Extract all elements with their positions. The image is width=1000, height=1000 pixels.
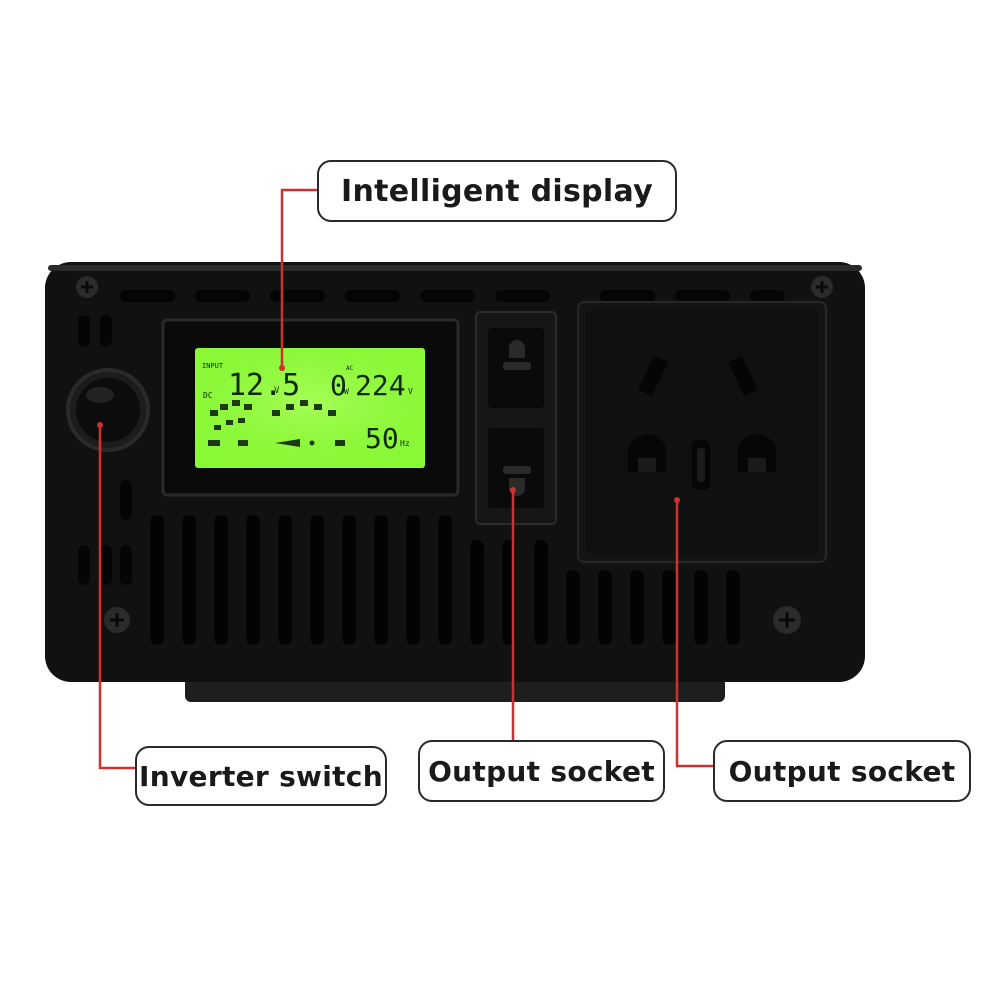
large-output-socket[interactable] bbox=[577, 301, 827, 563]
lcd-dc-unit: V bbox=[274, 386, 280, 396]
lcd-frequency: 50 bbox=[365, 422, 399, 455]
lcd-status-icons bbox=[208, 439, 345, 447]
lcd-load-segments bbox=[272, 400, 336, 416]
lcd-frequency-unit: Hz bbox=[400, 439, 410, 448]
lcd-power-unit: W bbox=[344, 387, 349, 396]
side-vent-slots bbox=[78, 315, 132, 585]
screw-icon bbox=[104, 607, 130, 633]
lower-vent-slots bbox=[150, 515, 740, 645]
lcd-input-label: INPUT bbox=[202, 362, 224, 370]
intelligent-display-callout: Intelligent display bbox=[317, 160, 677, 222]
small-output-socket[interactable] bbox=[475, 311, 557, 525]
lcd-ac-unit: V bbox=[408, 387, 413, 396]
lcd-dc-label: DC bbox=[203, 391, 213, 400]
lcd-ac-label: AC bbox=[346, 365, 354, 372]
lcd-power: 0 bbox=[330, 369, 347, 402]
lcd-dc-voltage: 12.5 bbox=[228, 368, 300, 403]
large-output-socket-callout: Output socket bbox=[713, 740, 971, 802]
lcd-ac-voltage: 224 bbox=[355, 369, 406, 402]
leader-lines bbox=[98, 188, 713, 770]
screw-icon bbox=[76, 276, 98, 298]
screw-icon bbox=[811, 276, 833, 298]
inverter-switch-button[interactable] bbox=[66, 368, 150, 452]
inverter-switch-callout: Inverter switch bbox=[135, 746, 387, 806]
small-output-socket-callout: Output socket bbox=[418, 740, 665, 802]
top-vent-slots bbox=[120, 290, 785, 302]
screw-icon bbox=[773, 606, 801, 634]
lcd-battery-segments bbox=[210, 400, 252, 430]
